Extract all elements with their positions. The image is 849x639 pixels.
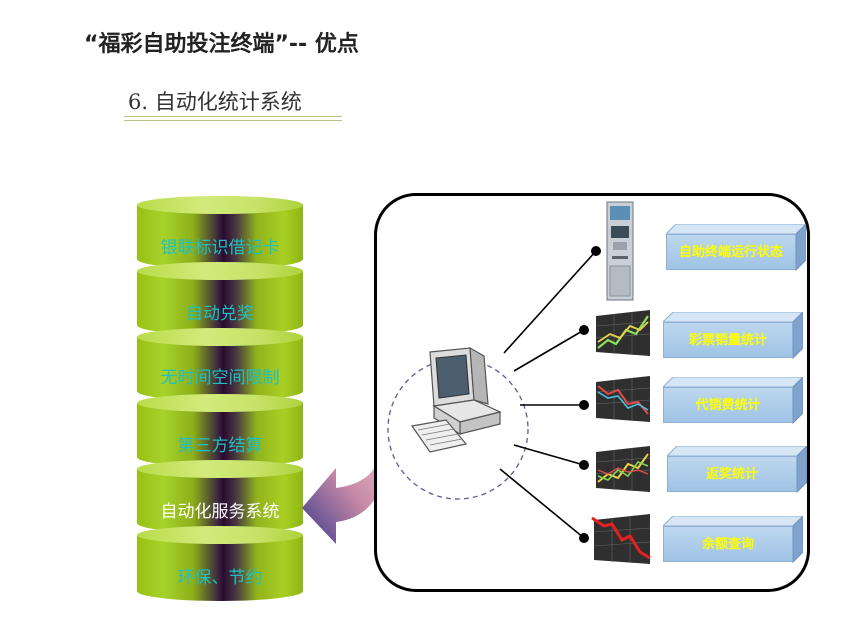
line-chart-up-icon <box>595 310 651 356</box>
stack-segment: 第三方结算 <box>137 394 303 467</box>
stat-label: 彩票销量统计 <box>688 333 767 348</box>
stat-box-status: 自助终端运行状态 <box>666 234 796 270</box>
stat-label: 代销费统计 <box>695 398 761 413</box>
stat-label: 自助终端运行状态 <box>678 245 783 260</box>
curved-arrow-icon <box>302 440 388 544</box>
stat-box-commission: 代销费统计 <box>663 387 793 423</box>
desktop-computer-icon <box>410 346 502 453</box>
line-chart-up-icon <box>595 446 651 492</box>
stat-box-shape <box>663 312 803 360</box>
section-subtitle: 6. 自动化统计系统 <box>128 90 302 114</box>
stack-label: 环保、节约 <box>177 568 263 588</box>
stack-label: 银联标识借记卡 <box>160 238 280 258</box>
stack-label: 自动化服务系统 <box>160 502 280 522</box>
stack-label: 无时间空间限制 <box>160 368 280 388</box>
stat-box-prize: 返奖统计 <box>667 456 797 492</box>
stat-box-balance: 余额查询 <box>663 526 793 562</box>
subtitle-underline <box>124 116 342 117</box>
stat-label: 余额查询 <box>701 537 754 552</box>
connector-lines <box>387 246 601 543</box>
atm-kiosk-icon <box>606 201 634 301</box>
line-chart-down-icon <box>595 376 651 422</box>
stat-label: 返奖统计 <box>705 467 758 482</box>
stack-segment: 自动兑奖 <box>137 262 303 335</box>
stack-segment: 无时间空间限制 <box>137 328 303 401</box>
stack-segment: 环保、节约 <box>137 526 303 601</box>
subtitle-underline-2 <box>124 120 342 121</box>
stack-segment: 自动化服务系统 <box>137 460 303 533</box>
stack-label: 第三方结算 <box>177 436 263 456</box>
stat-box-shape <box>667 446 807 494</box>
stat-box-shape <box>663 516 803 564</box>
stack-label: 自动兑奖 <box>186 304 254 324</box>
stack-segment: 银联标识借记卡 <box>137 196 303 269</box>
page-title: “福彩自助投注终端”-- 优点 <box>84 32 359 57</box>
line-chart-red-down-icon <box>591 514 651 564</box>
stat-box-sales: 彩票销量统计 <box>663 322 793 358</box>
